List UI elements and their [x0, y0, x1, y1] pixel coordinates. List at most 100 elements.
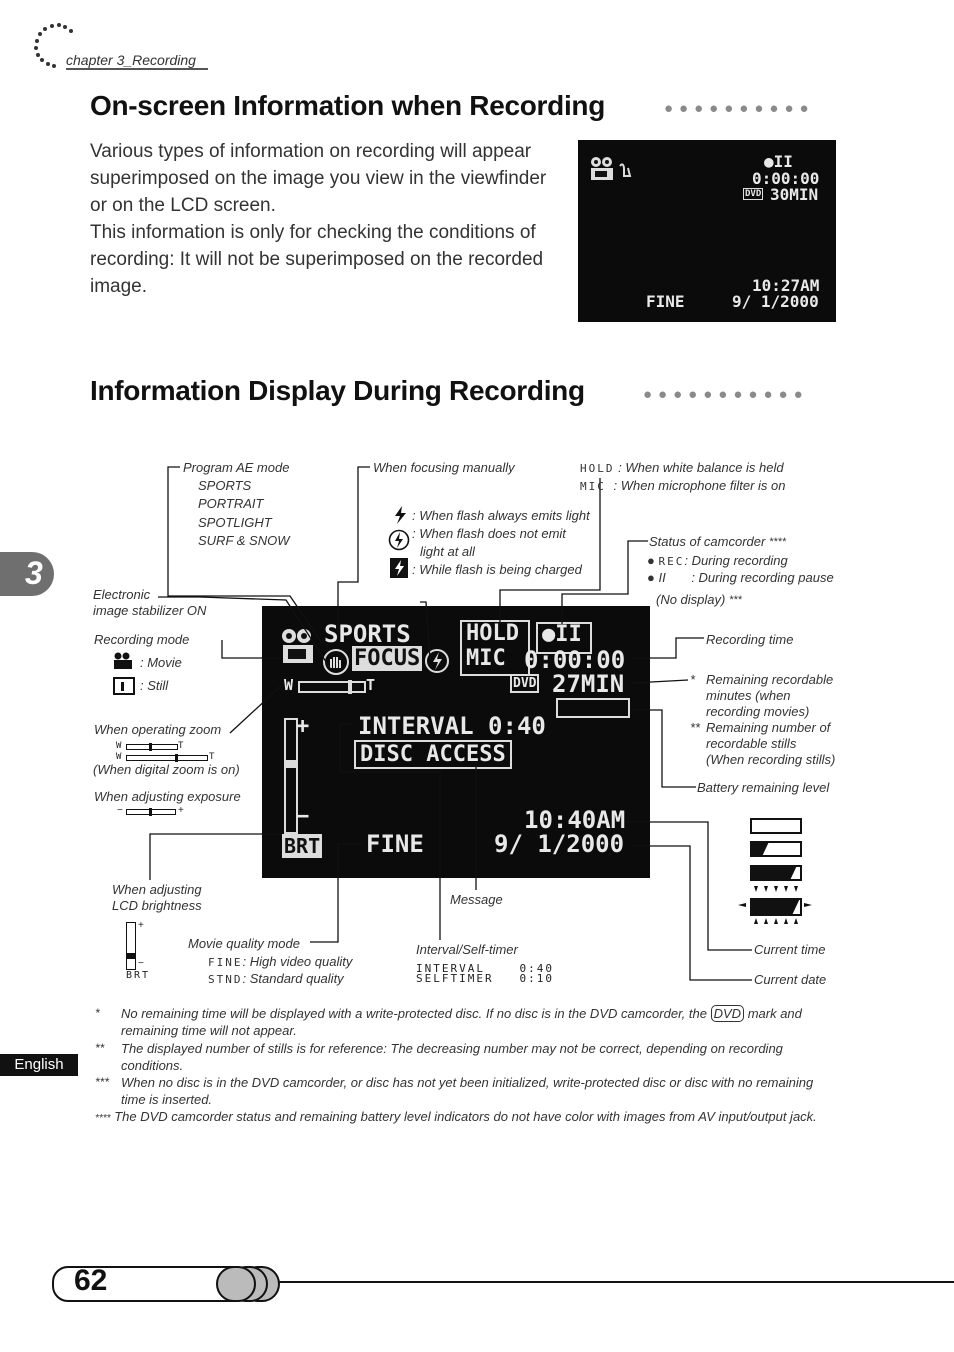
label-flash-off-2: light at all [420, 544, 475, 559]
exposure-minus: − [117, 805, 123, 816]
chapter-tab-number: 3 [25, 555, 43, 591]
label-interval-code: INTERVAL 0:40 [416, 962, 554, 975]
section-title-display: Information Display During Recording [90, 375, 585, 406]
label-remaining-1c: recording movies) [706, 704, 810, 719]
preview-rec-indicator: ●II [764, 152, 793, 171]
label-zoom-digital: (When digital zoom is on) [93, 762, 240, 777]
footnote-4: **** The DVD camcorder status and remain… [95, 1109, 817, 1124]
label-hold: HOLD : When white balance is held [580, 460, 784, 475]
intro-paragraph-2: This information is only for checking th… [90, 222, 544, 297]
status-box [536, 622, 592, 654]
label-mic: MIC : When microphone filter is on [580, 478, 786, 493]
zoom-bar-w-1: W [116, 741, 122, 751]
battery-full-icon [750, 818, 802, 834]
lcd-brightness-bar [126, 922, 136, 970]
label-ae-sports: SPORTS [198, 478, 252, 493]
lcd-minus: − [138, 958, 144, 969]
label-zoom-op: When operating zoom [94, 722, 222, 737]
preview-date: 9/ 1/2000 [732, 292, 819, 311]
label-ae-surf: SURF & SNOW [198, 533, 290, 548]
preview-quality: FINE [646, 292, 685, 311]
label-interval-self: Interval/Self-timer [416, 942, 518, 957]
screen-time: 0:00:00 [524, 646, 626, 674]
label-eis-1: Electronic [93, 587, 151, 602]
preview-clock: 10:27AM [752, 276, 820, 295]
footnote-3: When no disc is in the DVD camcorder, or… [121, 1075, 814, 1107]
label-flash-charging: : While flash is being charged [412, 562, 582, 577]
label-eis-2: image stabilizer ON [93, 603, 207, 618]
screen-mic: MIC [466, 646, 506, 671]
label-lcd-1: When adjusting [112, 882, 202, 897]
label-status: Status of camcorder **** [649, 534, 787, 549]
label-rec-mode: Recording mode [94, 632, 190, 647]
chapter-label: chapter 3_Recording [66, 52, 208, 70]
hold-mic-box [460, 620, 530, 676]
label-fine: FINE: High video quality [208, 954, 353, 969]
screen-brt: BRT [282, 834, 323, 858]
battery-box [556, 698, 630, 718]
label-remaining-2c: (When recording stills) [706, 752, 836, 767]
label-stnd: STND: Standard quality [208, 971, 344, 986]
screen-zoom-w: W [284, 676, 294, 694]
section-title-onscreen: On-screen Information when Recording [90, 90, 606, 121]
screen-date: 9/ 1/2000 [494, 830, 625, 858]
screen-remaining: 27MIN [552, 670, 625, 698]
chapter-tab: 3 [0, 552, 54, 596]
flash-off-icon [388, 529, 410, 551]
lcd-brt-label: BRT [126, 970, 151, 981]
preview-screen: ●II 0:00:00 DVD 30MIN 10:27AM FINE 9/ 1/… [578, 140, 836, 322]
still-mode-icon [113, 677, 135, 695]
lcd-plus: + [138, 920, 144, 931]
label-rec: ● REC: During recording [647, 553, 788, 568]
screen-clock: 10:40AM [524, 806, 626, 834]
footnote-1-mark: * [95, 1006, 100, 1020]
flash-on-icon [395, 506, 406, 524]
preview-time: 0:00:00 [752, 169, 820, 188]
label-exposure: When adjusting exposure [94, 789, 241, 804]
label-still: : Still [140, 678, 169, 693]
label-remaining-2a: Remaining number of [706, 720, 831, 735]
label-remaining-2-mark: ** [690, 720, 701, 735]
label-lcd-2: LCD brightness [112, 898, 202, 913]
exposure-plus: + [178, 805, 184, 816]
title-dots: ●●●●●●●●●● [664, 100, 815, 117]
battery-mid-icon [750, 841, 802, 857]
preview-dvd-icon: DVD [743, 188, 764, 200]
zoom-bar [298, 680, 366, 694]
zoom-bar-1 [126, 743, 178, 751]
battery-blink-icon [738, 886, 812, 924]
label-message: Message [450, 892, 503, 907]
label-flash-on: : When flash always emits light [412, 508, 590, 523]
label-flash-off-1: : When flash does not emit [412, 526, 566, 541]
screen-interval: INTERVAL 0:40 [358, 712, 546, 740]
label-rec-time: Recording time [706, 632, 794, 647]
label-current-time: Current time [754, 942, 826, 957]
label-program-ae: Program AE mode [183, 460, 290, 475]
footnote-1: No remaining time will be displayed with… [121, 1005, 802, 1038]
language-tab: English [0, 1054, 78, 1076]
label-no-display: (No display) *** [656, 592, 742, 607]
screen-focus: FOCUS [352, 646, 423, 671]
brightness-minus: − [296, 804, 310, 829]
stabilizer-hand-icon [323, 649, 349, 675]
brightness-plus: + [296, 714, 310, 739]
label-remaining-1a: Remaining recordable [706, 672, 834, 687]
screen-hold: HOLD [466, 621, 519, 646]
flash-charging-icon [390, 558, 408, 578]
label-movie: : Movie [140, 655, 182, 670]
footer-rule [278, 1281, 954, 1283]
label-movie-quality: Movie quality mode [188, 936, 300, 951]
preview-remaining: 30MIN [770, 185, 819, 204]
label-focus-manual: When focusing manually [373, 460, 515, 475]
label-battery: Battery remaining level [697, 780, 830, 795]
footnote-3-mark: *** [95, 1075, 110, 1089]
zoom-bar-2 [126, 754, 208, 762]
title-dots-2: ●●●●●●●●●●● [643, 386, 809, 403]
flash-off-icon [425, 649, 449, 673]
label-remaining-mark: * [690, 672, 696, 687]
footnote-2-mark: ** [95, 1041, 105, 1055]
screen-message: DISC ACCESS [354, 740, 512, 769]
page-number: 62 [74, 1264, 108, 1297]
screen-rec-pause: ●II [542, 622, 582, 647]
